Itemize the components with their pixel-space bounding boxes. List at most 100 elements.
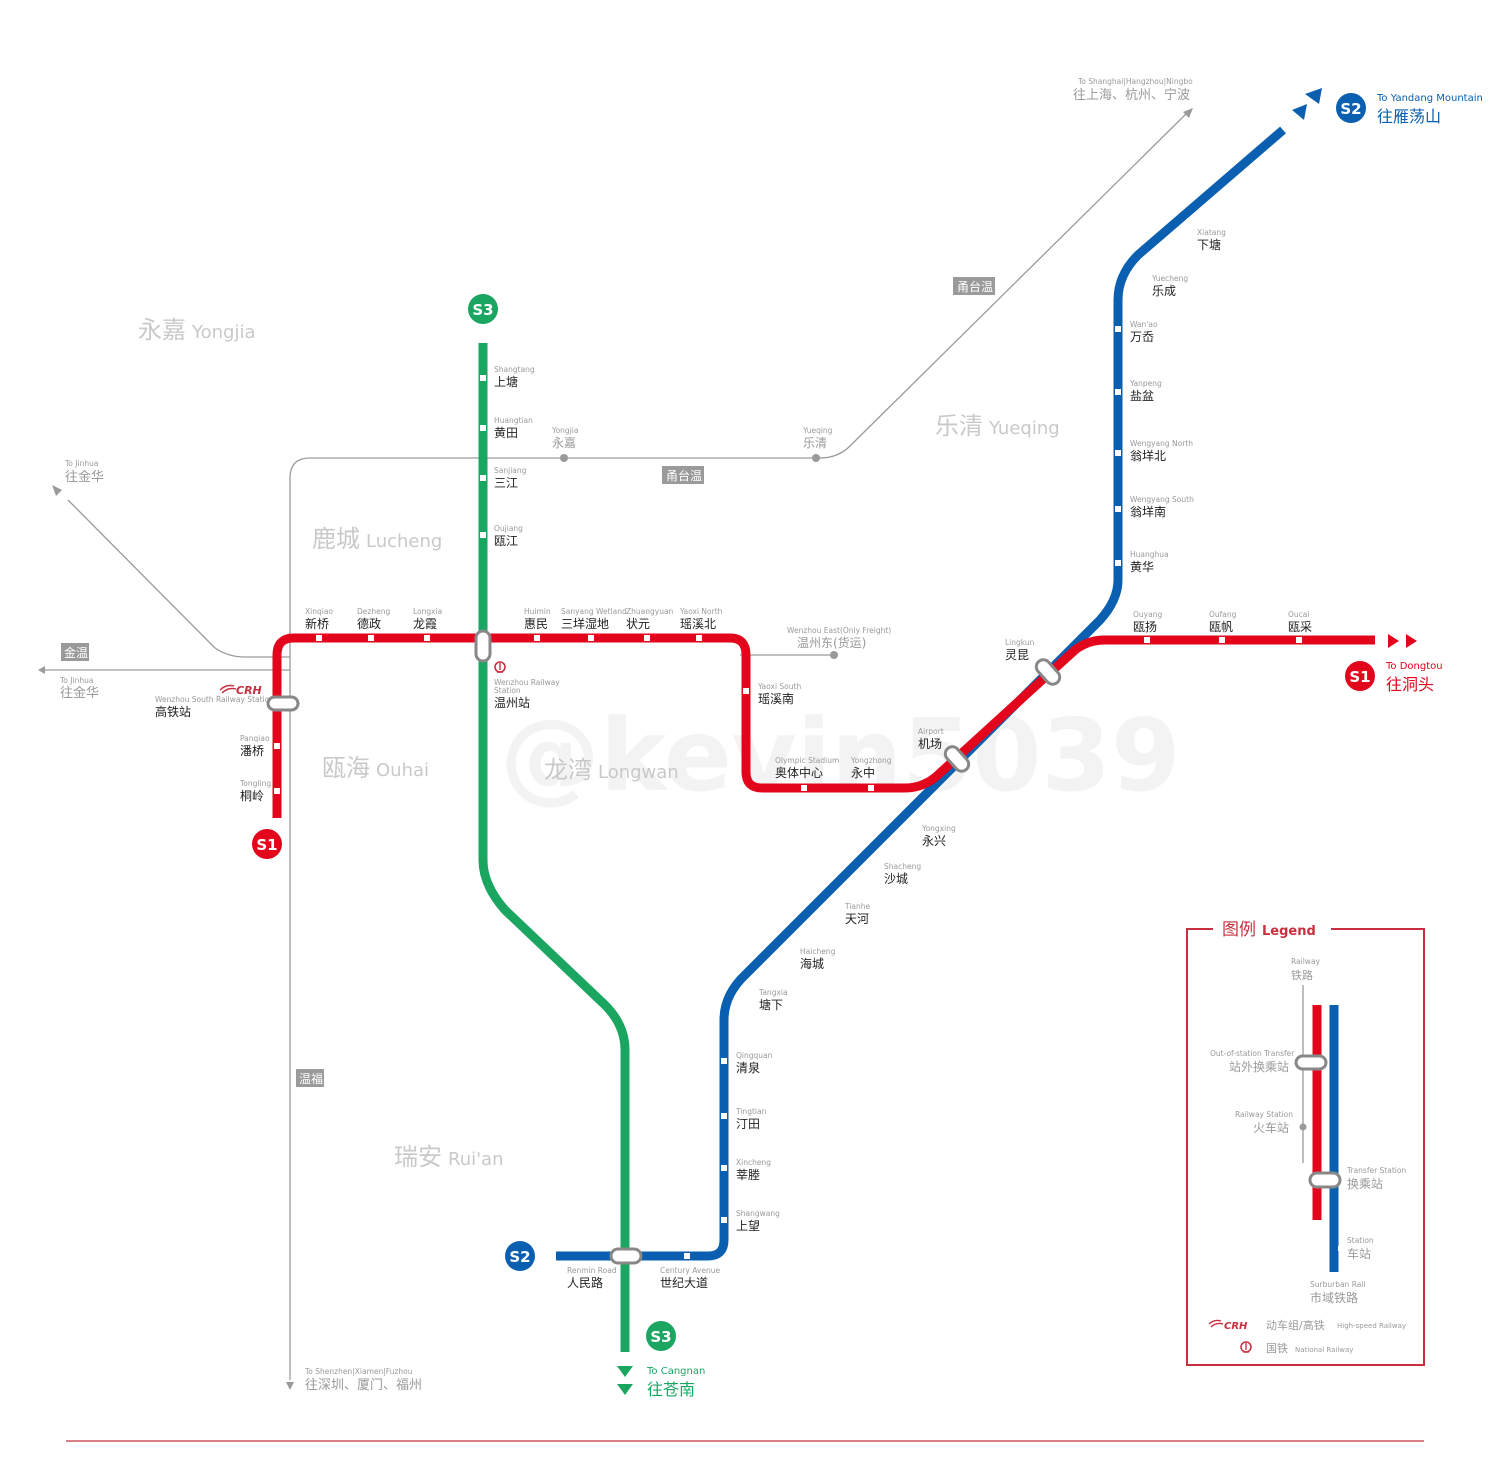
station-marker[interactable] — [480, 425, 486, 431]
transfer-airport[interactable] — [942, 744, 971, 774]
station-marker[interactable] — [912, 815, 918, 821]
station-name-cn: 三垟湿地 — [561, 616, 609, 631]
railway-arrows — [38, 108, 1193, 1390]
line-s2-track — [556, 126, 1286, 1261]
station-marker[interactable] — [1115, 560, 1121, 566]
transfer-s1-s3[interactable] — [474, 629, 492, 663]
station-marker[interactable] — [696, 635, 702, 641]
station-name-en: Airport — [918, 727, 944, 736]
station-marker[interactable] — [316, 635, 322, 641]
station-marker[interactable] — [480, 375, 486, 381]
station-marker[interactable] — [274, 788, 280, 794]
station-name-en: Yuecheng — [1151, 274, 1188, 283]
station-marker[interactable] — [1219, 637, 1225, 643]
legend-station-cn: 车站 — [1347, 1246, 1371, 1261]
station-marker[interactable] — [274, 743, 280, 749]
station-marker[interactable] — [1296, 637, 1302, 643]
station-name-en: Zhuangyuan — [626, 607, 674, 616]
station-marker[interactable] — [684, 1253, 690, 1259]
label-to-jinhua2-en: To Jinhua — [59, 676, 93, 685]
station-marker[interactable] — [801, 785, 807, 791]
station-marker[interactable] — [368, 635, 374, 641]
station-name-en: Xinqiao — [305, 607, 333, 616]
station-name-en: Century Avenue — [660, 1266, 720, 1275]
station-marker[interactable] — [480, 532, 486, 538]
station-marker[interactable] — [480, 475, 486, 481]
station-name-en: Oucai — [1288, 610, 1309, 619]
transfer-lingkun[interactable] — [1033, 657, 1062, 687]
station-marker[interactable] — [424, 635, 430, 641]
label-yueqing-station-cn: 乐清 — [803, 436, 827, 450]
station-name-cn: 瑶溪南 — [758, 691, 794, 706]
station-name-cn: 汀田 — [736, 1117, 760, 1131]
transfer-s2-s3[interactable] — [609, 1247, 643, 1265]
station-marker[interactable] — [1115, 389, 1121, 395]
station-marker[interactable] — [868, 785, 874, 791]
station-marker[interactable] — [721, 1217, 727, 1223]
station-marker[interactable] — [875, 853, 881, 859]
station-marker[interactable] — [1115, 326, 1121, 332]
station-marker[interactable] — [1143, 264, 1149, 270]
station-marker[interactable] — [749, 979, 755, 985]
station-marker[interactable] — [1187, 218, 1193, 224]
station-marker[interactable] — [588, 635, 594, 641]
station-marker[interactable] — [721, 1113, 727, 1119]
legend-suburban-cn: 市域铁路 — [1310, 1290, 1358, 1305]
transfer-gaotiezhan[interactable] — [266, 695, 300, 712]
station-marker[interactable] — [534, 635, 540, 641]
station-marker[interactable] — [743, 688, 749, 694]
label-to-jinhua2-cn: 往金华 — [60, 685, 99, 701]
station-marker[interactable] — [790, 938, 796, 944]
station-marker[interactable] — [721, 1165, 727, 1171]
station-marker[interactable] — [721, 1058, 727, 1064]
station-marker[interactable] — [835, 893, 841, 899]
station-name-cn: 塘下 — [759, 997, 783, 1012]
station-marker[interactable] — [1115, 506, 1121, 512]
station-marker[interactable] — [644, 635, 650, 641]
station-marker[interactable] — [1115, 450, 1121, 456]
station-marker[interactable] — [1144, 637, 1150, 643]
